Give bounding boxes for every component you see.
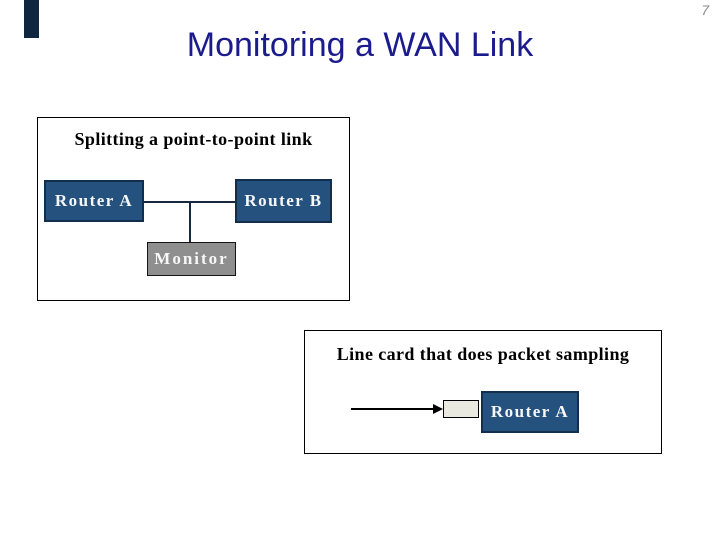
node-monitor: Monitor xyxy=(147,242,236,276)
node-router-a-sampling: Router A xyxy=(481,391,579,433)
diagram-line-card-title: Line card that does packet sampling xyxy=(336,344,630,364)
page-number: 7 xyxy=(701,2,709,18)
slide-title: Monitoring a WAN Link xyxy=(186,26,534,64)
diagram-splitting-link: Splitting a point-to-point link Router A… xyxy=(37,117,350,301)
arrow-right-icon xyxy=(433,404,443,414)
arrow-line xyxy=(351,408,435,410)
node-router-a: Router A xyxy=(44,180,144,222)
node-router-a-label: Router A xyxy=(54,191,134,210)
diagram-line-card: Line card that does packet sampling Rout… xyxy=(304,330,662,454)
node-router-a-sampling-label: Router A xyxy=(490,402,570,421)
link-line-horizontal xyxy=(144,201,235,203)
node-router-b-label: Router B xyxy=(244,191,323,210)
monitor-tap-line xyxy=(189,202,191,242)
line-card-box xyxy=(443,400,479,418)
diagram-splitting-title: Splitting a point-to-point link xyxy=(74,129,313,149)
corner-accent-bar xyxy=(24,0,39,38)
node-router-b: Router B xyxy=(235,179,332,223)
node-monitor-label: Monitor xyxy=(154,249,229,268)
